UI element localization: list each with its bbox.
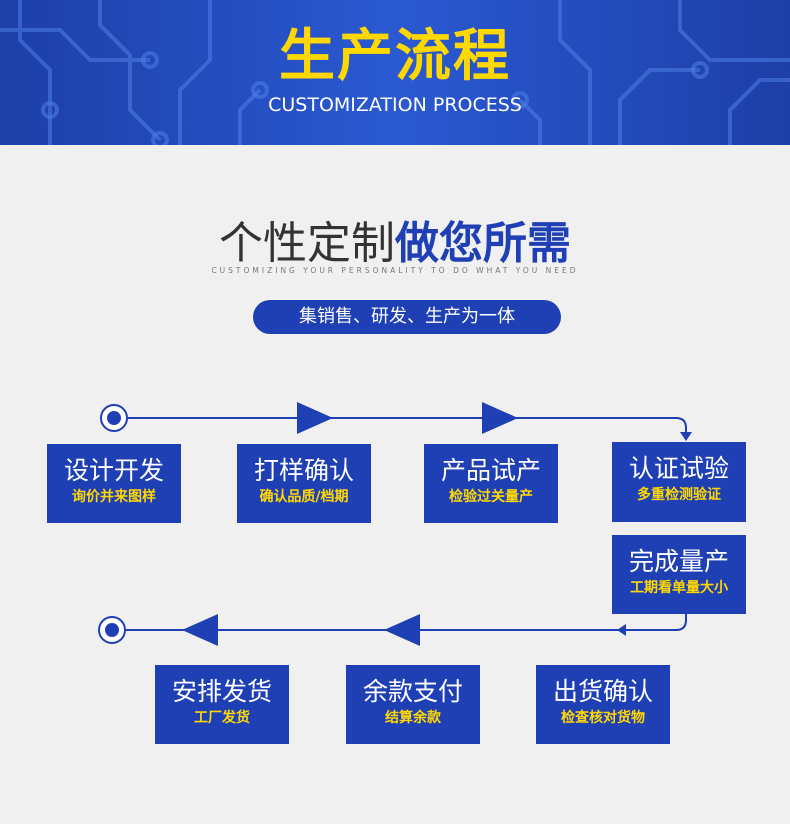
start-node-icon xyxy=(100,404,128,432)
step-subtitle: 工期看单量大小 xyxy=(630,580,728,596)
step-balance-payment: 余款支付 结算余款 xyxy=(346,665,480,744)
tagline-pill: 集销售、研发、生产为一体 xyxy=(253,300,561,334)
heading-subtitle: CUSTOMIZING YOUR PERSONALITY TO DO WHAT … xyxy=(211,266,579,275)
heading-light: 个性定制 xyxy=(219,218,395,269)
arrow-left-icon xyxy=(617,624,626,636)
flow-line-top xyxy=(114,417,687,432)
arrow-left-icon xyxy=(182,614,218,646)
step-subtitle: 多重检测验证 xyxy=(637,487,721,503)
step-shipment-check: 出货确认 检查核对货物 xyxy=(536,665,670,744)
step-design: 设计开发 询价并来图样 xyxy=(47,444,181,523)
step-title: 设计开发 xyxy=(63,456,164,485)
section-heading: 个性定制做您所需 xyxy=(0,218,790,270)
step-subtitle: 结算余款 xyxy=(385,710,441,726)
step-subtitle: 询价并来图样 xyxy=(72,489,156,505)
banner-title: 生产流程 xyxy=(279,24,511,89)
step-title: 安排发货 xyxy=(171,677,272,706)
step-subtitle: 确认品质/档期 xyxy=(259,489,349,505)
step-trial: 产品试产 检验过关量产 xyxy=(424,444,558,523)
arrow-right-icon xyxy=(482,402,518,434)
step-title: 出货确认 xyxy=(552,677,653,706)
circuit-pattern xyxy=(0,0,790,145)
arrow-down-icon xyxy=(680,432,692,441)
step-sample: 打样确认 确认品质/档期 xyxy=(237,444,371,523)
banner-subtitle: CUSTOMIZATION PROCESS xyxy=(268,94,522,116)
heading-bold: 做您所需 xyxy=(395,218,571,269)
step-delivery: 安排发货 工厂发货 xyxy=(155,665,289,744)
end-node-icon xyxy=(98,616,126,644)
step-subtitle: 工厂发货 xyxy=(194,710,250,726)
step-title: 余款支付 xyxy=(362,677,463,706)
step-title: 完成量产 xyxy=(628,547,729,576)
step-title: 产品试产 xyxy=(440,456,541,485)
step-subtitle: 检查核对货物 xyxy=(561,710,645,726)
step-title: 打样确认 xyxy=(253,456,354,485)
step-subtitle: 检验过关量产 xyxy=(449,489,533,505)
arrow-left-icon xyxy=(384,614,420,646)
step-title: 认证试验 xyxy=(628,454,729,483)
step-mass-production: 完成量产 工期看单量大小 xyxy=(612,535,746,614)
flow-line-bottom xyxy=(114,612,687,631)
arrow-right-icon xyxy=(297,402,333,434)
header-banner: 生产流程 CUSTOMIZATION PROCESS xyxy=(0,0,790,145)
step-certify: 认证试验 多重检测验证 xyxy=(612,442,746,522)
